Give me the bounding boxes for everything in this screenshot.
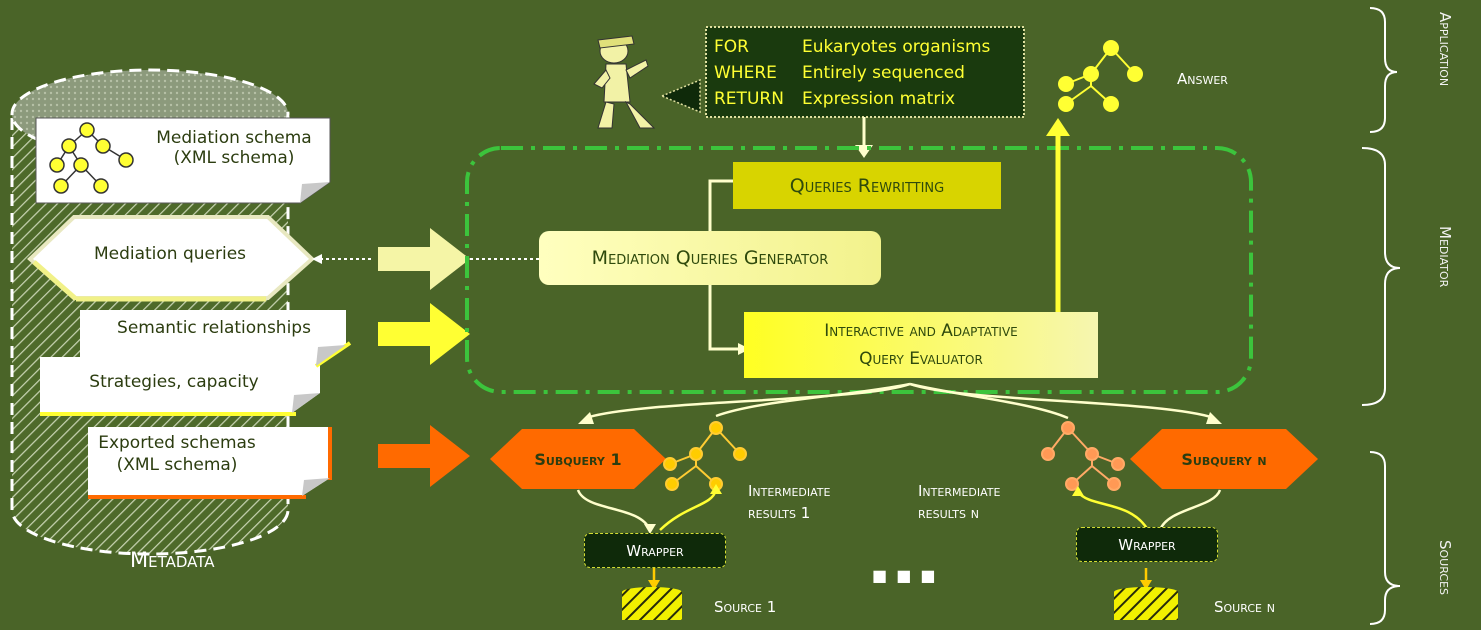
source-1-icon: [622, 587, 682, 620]
metadata-to-mediator-arrows: [378, 228, 470, 487]
subquery-1-label: Subquery 1: [534, 449, 622, 469]
intermediate-results-1-label: Intermediate results 1: [748, 482, 831, 522]
intermediate-tree-1-icon: [663, 421, 747, 491]
strategies-capacity-label: Strategies, capacity: [89, 372, 259, 392]
source-n-label: Source n: [1214, 598, 1275, 616]
mediator-layer-label: Mediator: [1436, 226, 1454, 288]
semantic-relationships-note: [80, 310, 346, 366]
wrapper-arrows: [576, 489, 1222, 531]
wrapper-n-box: Wrapper: [1076, 527, 1218, 562]
evaluator-box: [744, 312, 1098, 378]
source-1-label: Source 1: [714, 598, 777, 616]
user-query-box: [705, 26, 1025, 118]
exported-schemas-note: [88, 427, 330, 496]
mediation-schema-label: Mediation schema (XML schema): [156, 128, 312, 168]
semantic-relationships-label: Semantic relationships: [117, 318, 311, 338]
return-keyword: RETURN: [714, 89, 784, 109]
ellipsis: ■ ■ ■: [872, 566, 938, 585]
sources-layer-label: Sources: [1436, 540, 1454, 595]
exported-schemas-label: Exported schemas (XML schema): [98, 433, 256, 475]
evaluator-label: Interactive and Adaptative Query Evaluat…: [824, 321, 1018, 369]
user-figure: [593, 35, 656, 129]
answer-tree-icon: [1058, 40, 1143, 112]
metadata-title: Metadata: [130, 548, 215, 572]
intermediate-results-n-label: Intermediate results n: [918, 482, 1001, 522]
queries-rewriting-box: [733, 162, 1001, 209]
answer-label: Answer: [1177, 70, 1228, 88]
tree-icon: [49, 122, 134, 194]
where-value: Entirely sequenced: [802, 63, 965, 83]
mediation-queries-label: Mediation queries: [93, 244, 247, 264]
source-n-icon: [1114, 587, 1178, 620]
subquery-n-label: Subquery n: [1181, 449, 1267, 469]
subquery-1-shape: [490, 429, 666, 489]
wrapper-1-box: Wrapper: [584, 533, 726, 568]
queries-rewriting-label: Queries Rewritting: [789, 174, 945, 197]
for-value: Eukaryotes organisms: [802, 37, 991, 57]
generator-box: [539, 231, 881, 285]
dispatch-arrows: [585, 382, 1215, 420]
intermediate-tree-n-icon: [1041, 421, 1125, 491]
layer-braces: [1361, 7, 1401, 625]
for-keyword: FOR: [714, 37, 749, 57]
return-value: Expression matrix: [802, 89, 956, 109]
application-layer-label: Application: [1436, 12, 1454, 87]
user-query-text: FOR Eukaryotes organisms WHERE Entirely se…: [714, 34, 990, 112]
subquery-n-shape: [1130, 429, 1318, 489]
generator-label: Mediation Queries Generator: [591, 247, 829, 269]
where-keyword: WHERE: [714, 63, 777, 83]
